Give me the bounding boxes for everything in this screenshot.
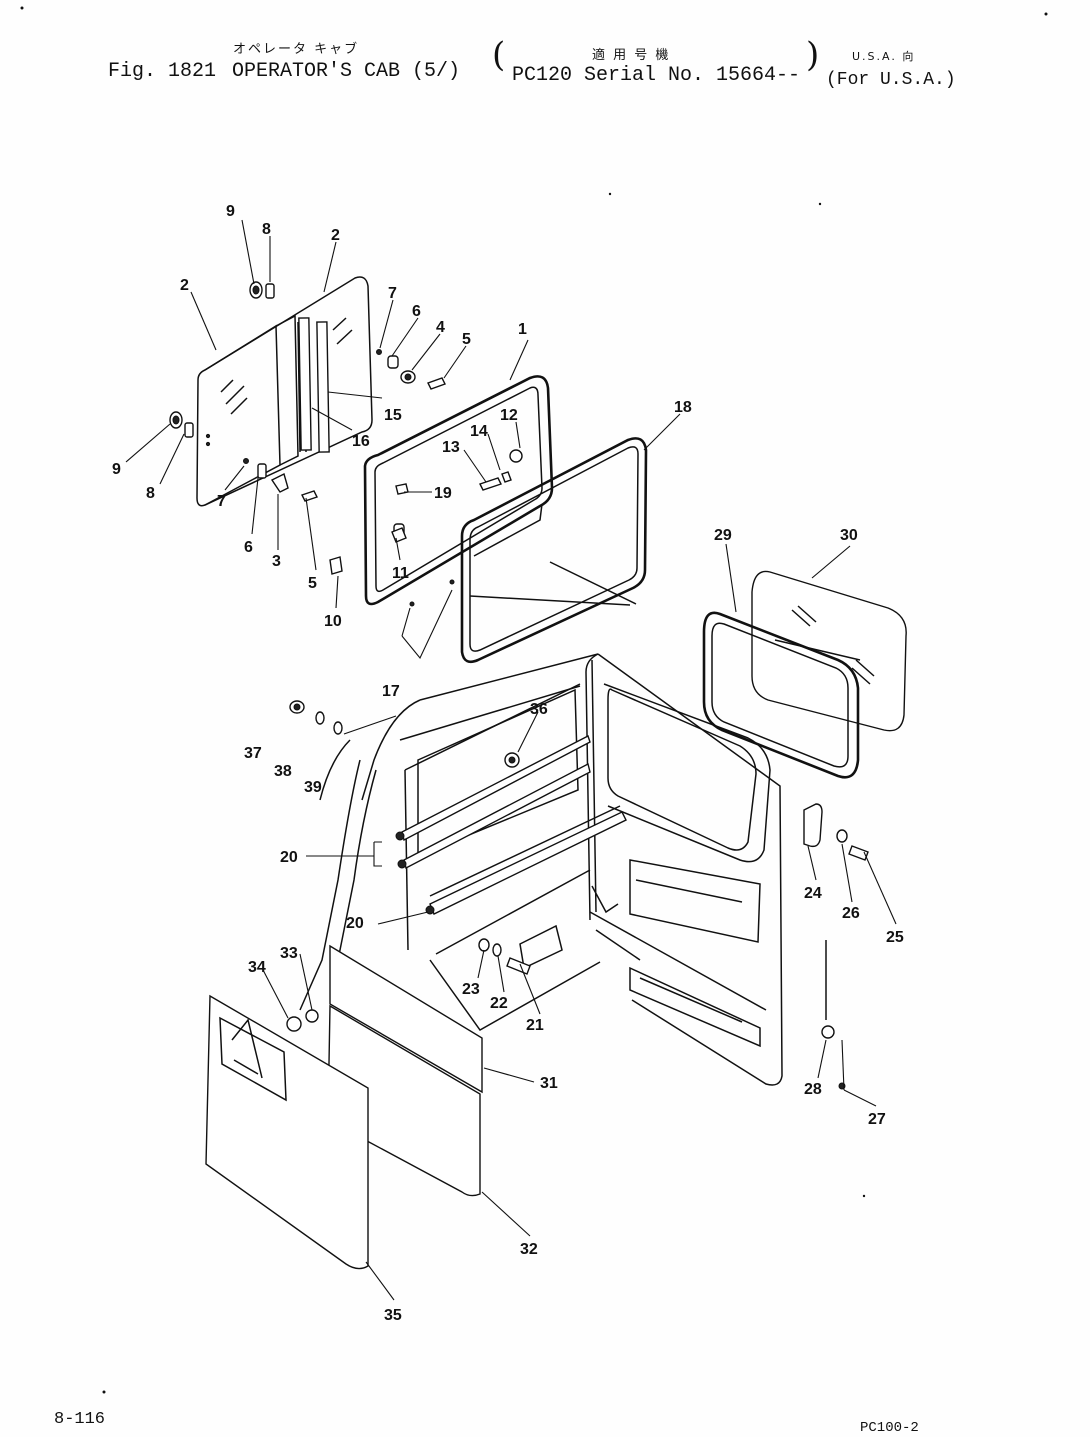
callout-29: 29 [714,527,732,544]
callout-23: 23 [462,981,480,998]
window-hardware [169,281,446,575]
callout-38: 38 [274,763,292,780]
callout-9: 9 [112,461,121,478]
callout-30: 30 [840,527,858,544]
page-code: 8-116 [54,1410,106,1429]
callout-10: 10 [324,613,342,630]
window-frame [363,375,554,607]
figure-number: Fig. 1821 [108,60,217,83]
callout-4: 4 [436,319,445,336]
callout-3: 3 [272,553,281,570]
applicable-japanese: 適 用 号 機 [592,48,671,63]
callout-32: 32 [520,1241,538,1258]
callout-8: 8 [146,485,155,502]
callout-2: 2 [180,277,189,294]
callout-6: 6 [412,303,421,320]
scan-specks [20,6,1048,1394]
callout-19: 19 [434,485,452,502]
sliding-window-panels [196,276,373,507]
callout-27: 27 [868,1111,886,1128]
region-japanese: U.S.A. 向 [852,50,916,63]
callout-34: 34 [248,959,266,976]
callout-8: 8 [262,221,271,238]
front-panels [205,944,483,1270]
callout-31: 31 [540,1075,558,1092]
door-rails [395,735,627,915]
callout-13: 13 [442,439,460,456]
cab-body [299,653,783,1086]
callout-15: 15 [384,407,402,424]
diagram-title: OPERATOR'S CAB (5/) [232,60,461,83]
callout-6: 6 [244,539,253,556]
callout-7: 7 [388,285,397,302]
callout-18: 18 [674,399,692,416]
callout-5: 5 [462,331,471,348]
rear-window-seal-and-glass [702,570,907,779]
model-code: PC100-2 [860,1420,919,1436]
callout-20: 20 [280,849,298,866]
callout-5: 5 [308,575,317,592]
callout-24: 24 [804,885,822,902]
callout-25: 25 [886,929,904,946]
callout-33: 33 [280,945,298,962]
callout-1: 1 [518,321,527,338]
callout-28: 28 [804,1081,822,1098]
title-japanese: オペレータ キャブ [233,42,360,57]
callout-21: 21 [526,1017,544,1034]
callout-2: 2 [331,227,340,244]
callout-9: 9 [226,203,235,220]
window-glass [460,437,648,664]
callout-16: 16 [352,433,370,450]
callout-37: 37 [244,745,262,762]
callout-36: 36 [530,701,548,718]
callout-11: 11 [392,565,409,582]
callout-35: 35 [384,1307,402,1324]
fasteners [286,700,869,1090]
callout-26: 26 [842,905,860,922]
callout-20: 20 [346,915,364,932]
callout-17: 17 [382,683,400,700]
callout-12: 12 [500,407,518,424]
close-paren: ) [806,35,820,75]
open-paren: ( [492,35,506,75]
callout-7: 7 [217,493,226,510]
callout-14: 14 [470,423,488,440]
callout-22: 22 [490,995,508,1012]
serial-number: PC120 Serial No. 15664-- [512,64,801,87]
callout-labels: 1 2 2 3 4 5 5 6 6 7 7 8 8 9 9 10 11 12 1… [112,203,904,1324]
callout-39: 39 [304,779,322,796]
region-label: (For U.S.A.) [826,70,956,90]
leader-lines [125,219,897,1301]
